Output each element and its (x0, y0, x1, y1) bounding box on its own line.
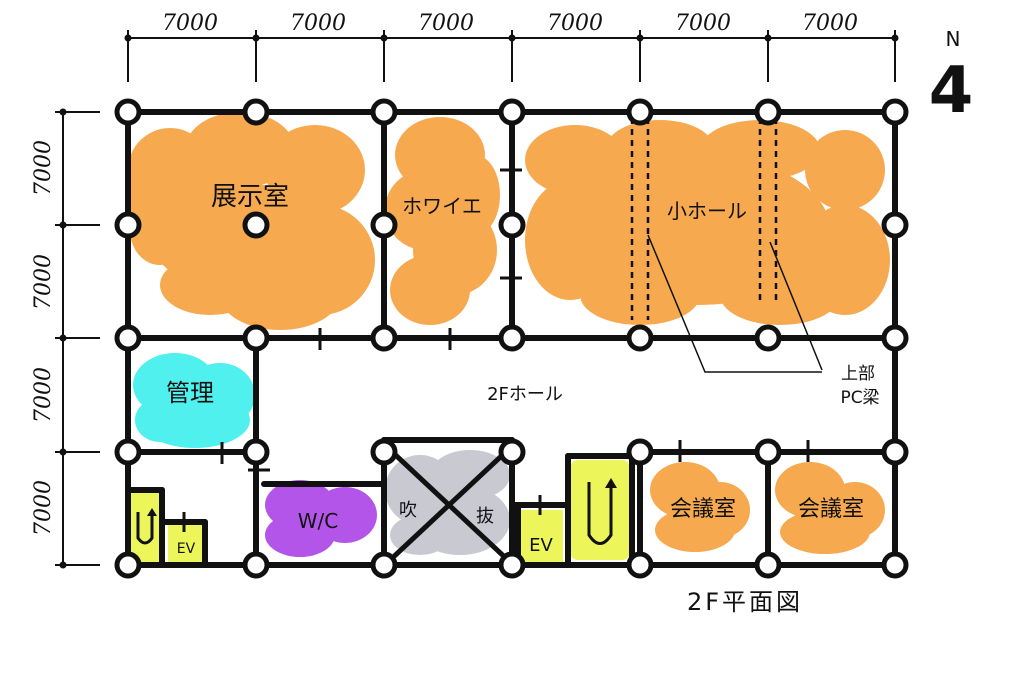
room-label-2f-hall: 2Fホール (487, 384, 563, 405)
dim-left-3: 7000 (31, 367, 56, 423)
room-label-wc: W/C (298, 509, 338, 533)
dim-left-1: 7000 (31, 140, 56, 196)
zone-elevator-center (518, 510, 563, 562)
north-letter: N (946, 27, 961, 51)
zone-wc (265, 480, 377, 557)
north-arrow-icon: N 4 (929, 27, 974, 128)
stair-arrows (147, 478, 617, 516)
void-cross (386, 446, 512, 564)
annotation-leaders (647, 234, 823, 373)
dim-top-5: 7000 (675, 11, 731, 36)
dim-top-3: 7000 (418, 11, 474, 36)
room-label-void-right: 抜 (476, 506, 494, 527)
zone-foyer (385, 117, 500, 325)
room-label-meeting-2: 会議室 (798, 497, 864, 522)
door-marks (182, 168, 810, 532)
zone-management (133, 353, 255, 448)
zone-exhibition (125, 112, 375, 330)
columns (114, 98, 909, 579)
dim-top-1: 7000 (162, 11, 218, 36)
zone-elevator-left (127, 493, 162, 563)
dim-top-4: 7000 (547, 11, 603, 36)
north-number: 4 (929, 54, 974, 128)
stair-symbols (136, 482, 613, 545)
dim-left-4: 7000 (31, 480, 56, 536)
room-label-management: 管理 (166, 379, 214, 407)
room-label-void-left: 吹 (399, 500, 417, 521)
zone-elevator-left-small (168, 522, 205, 562)
dim-left-2: 7000 (31, 254, 56, 310)
dim-top-2: 7000 (290, 11, 346, 36)
drawing-caption: 2F平面図 (687, 588, 803, 616)
dim-top-6: 7000 (802, 11, 858, 36)
room-label-foyer: ホワイエ (402, 194, 482, 218)
dimension-ticks (59, 34, 899, 569)
room-label-small-hall: 小ホール (667, 199, 747, 223)
room-label-meeting-1: 会議室 (670, 497, 736, 522)
room-label-exhibition: 展示室 (211, 182, 289, 212)
annotation-line-2: PC梁 (840, 388, 879, 408)
annotation-line-1: 上部 (841, 364, 875, 384)
zone-meeting-2 (775, 462, 885, 554)
room-label-ev-center: EV (529, 535, 553, 556)
room-label-ev-left: EV (177, 541, 196, 557)
zone-meeting-1 (650, 462, 750, 552)
pc-beams (630, 118, 778, 320)
